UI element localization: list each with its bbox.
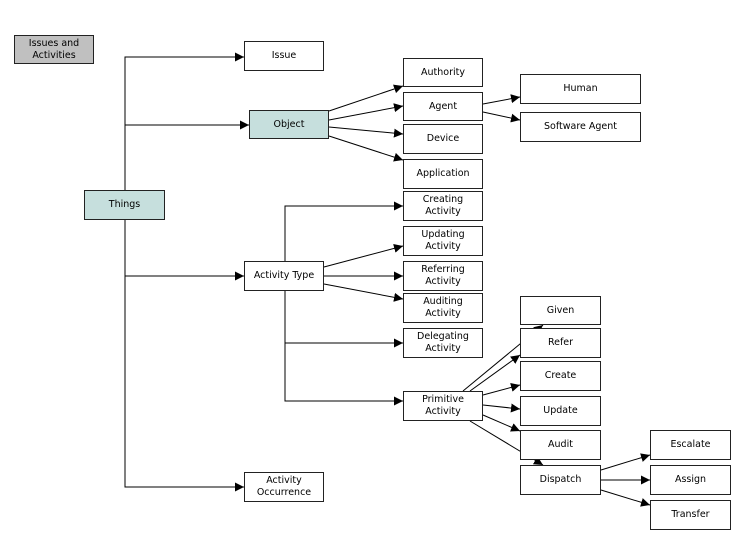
- edge-object-authority: [328, 84, 404, 112]
- node-create: Create: [520, 361, 601, 391]
- edge-object-application: [328, 135, 404, 162]
- edge-agent-human: [482, 94, 521, 105]
- node-things: Things: [84, 190, 165, 220]
- node-delegating-activity: Delegating Activity: [403, 328, 483, 358]
- node-transfer: Transfer: [650, 500, 731, 530]
- node-software-agent: Software Agent: [520, 112, 641, 142]
- edge-activitytype-creating: [284, 201, 403, 261]
- node-activity-occurrence: Activity Occurrence: [244, 472, 324, 502]
- edge-primitive-create: [482, 383, 521, 396]
- node-assign: Assign: [650, 465, 731, 495]
- edge-primitive-update: [482, 403, 521, 413]
- node-issues-and-activities: Issues and Activities: [14, 35, 94, 64]
- node-issue: Issue: [244, 41, 324, 71]
- node-creating-activity: Creating Activity: [403, 191, 483, 221]
- node-object: Object: [249, 110, 329, 139]
- node-activity-type: Activity Type: [244, 261, 324, 291]
- edge-object-device: [328, 126, 404, 138]
- node-referring-activity: Referring Activity: [403, 261, 483, 291]
- node-update: Update: [520, 396, 601, 426]
- edge-agent-software-agent: [482, 111, 521, 123]
- edge-things-lower-trunk: [124, 220, 244, 492]
- node-audit: Audit: [520, 430, 601, 460]
- node-updating-activity: Updating Activity: [403, 226, 483, 256]
- edge-activitytype-auditing: [323, 283, 404, 302]
- node-dispatch: Dispatch: [520, 465, 601, 495]
- node-application: Application: [403, 159, 483, 189]
- node-human: Human: [520, 74, 641, 104]
- node-escalate: Escalate: [650, 430, 731, 460]
- node-device: Device: [403, 124, 483, 154]
- edge-dispatch-escalate: [600, 453, 651, 471]
- edge-activitytype-primitive: [284, 343, 403, 406]
- node-primitive-activity: Primitive Activity: [403, 391, 483, 421]
- edge-activitytype-updating: [323, 243, 404, 268]
- node-agent: Agent: [403, 92, 483, 121]
- node-given: Given: [520, 296, 601, 325]
- edge-activitytype-delegating: [284, 291, 403, 348]
- node-authority: Authority: [403, 58, 483, 87]
- node-refer: Refer: [520, 328, 601, 358]
- edge-primitive-refer: [469, 354, 521, 392]
- edge-object-agent: [328, 103, 404, 121]
- edge-primitive-audit: [482, 414, 521, 432]
- edge-dispatch-transfer: [600, 489, 651, 507]
- node-auditing-activity: Auditing Activity: [403, 293, 483, 323]
- edge-things-trunk: [124, 52, 244, 190]
